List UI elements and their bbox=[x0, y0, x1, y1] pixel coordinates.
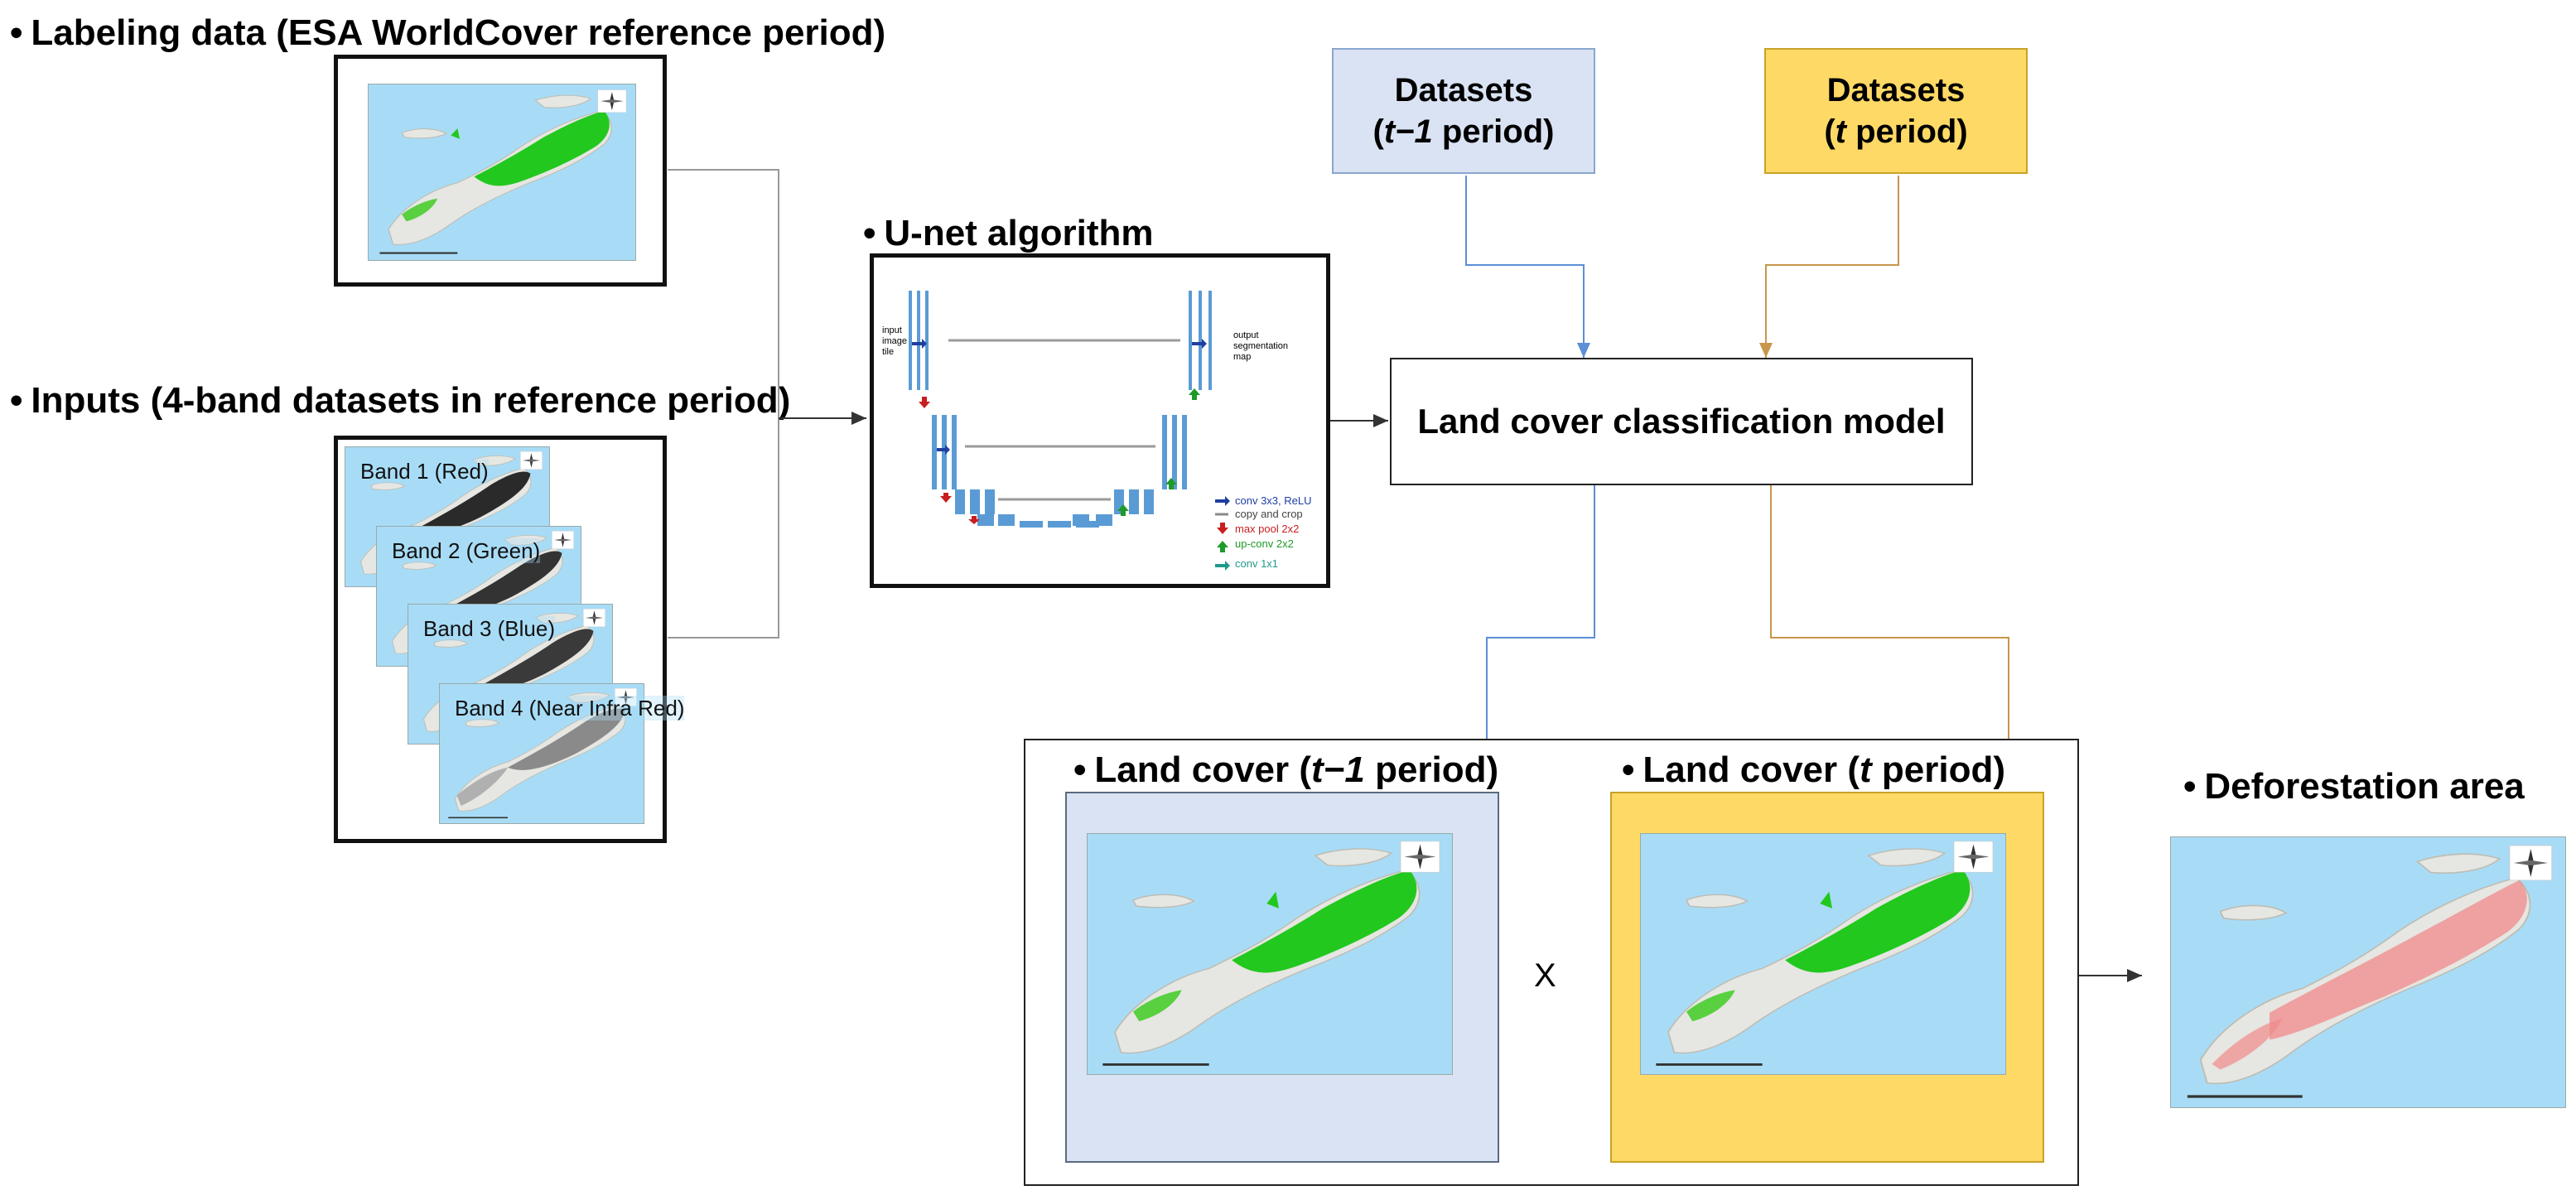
unet-diagram bbox=[909, 291, 1230, 571]
deforestation-map bbox=[2170, 836, 2566, 1108]
datasets-curr-box: Datasets (t period) bbox=[1764, 48, 2028, 174]
landcover-curr-graphic bbox=[1641, 834, 2005, 1074]
legend-upconv-icon bbox=[1217, 541, 1228, 552]
bullet: • bbox=[863, 213, 876, 253]
legend-copy-label: copy and crop bbox=[1235, 508, 1303, 520]
datasets-prev-line2: (t−1 period) bbox=[1372, 113, 1555, 150]
unet-output-label: output segmentation map bbox=[1233, 330, 1289, 362]
legend-conv1x1-icon bbox=[1215, 561, 1230, 571]
band-label-4: Band 4 (Near Infra Red) bbox=[455, 696, 685, 720]
legend-maxpool-label: max pool 2x2 bbox=[1235, 523, 1300, 535]
unet-input-label: input image tile bbox=[882, 325, 907, 357]
multiply-operator: X bbox=[1534, 957, 1556, 994]
classification-model-box: Land cover classification model bbox=[1390, 358, 1973, 485]
inputs-title: Inputs (4-band datasets in reference per… bbox=[31, 380, 791, 421]
landcover-curr-map bbox=[1640, 833, 2006, 1075]
deforestation-graphic bbox=[2171, 837, 2565, 1107]
bullet: • bbox=[10, 12, 23, 53]
model-to-lc-curr-connector bbox=[1770, 485, 2015, 792]
datasets-prev-line1: Datasets bbox=[1394, 72, 1533, 108]
datasets-curr-line2: (t period) bbox=[1824, 113, 1968, 150]
landcover-prev-graphic bbox=[1088, 834, 1452, 1074]
landcover-prev-t: t−1 bbox=[1311, 749, 1365, 790]
landcover-prev-panel bbox=[1065, 792, 1499, 1163]
labeling-title: Labeling data (ESA WorldCover reference … bbox=[31, 12, 886, 53]
inputs-frame: Band 1 (Red) Band 2 (Green) Band 3 (Blue… bbox=[334, 436, 685, 843]
legend-conv1x1-label: conv 1x1 bbox=[1235, 557, 1279, 570]
landcover-curr-t: t bbox=[1860, 749, 1872, 790]
landcover-curr-panel bbox=[1610, 792, 2044, 1163]
labeling-map-graphic bbox=[369, 84, 635, 260]
legend-maxpool-icon bbox=[1217, 523, 1228, 534]
deforestation-heading: •Deforestation area bbox=[2183, 765, 2525, 808]
classification-model-label: Land cover classification model bbox=[1417, 402, 1946, 441]
landcover-curr-heading: •Land cover (t period) bbox=[1622, 749, 2006, 790]
legend-conv-label: conv 3x3, ReLU bbox=[1235, 494, 1312, 507]
legend-upconv-label: up-conv 2x2 bbox=[1235, 537, 1294, 550]
datasets-curr-connector bbox=[1759, 176, 1899, 358]
datasets-prev-t: t−1 bbox=[1383, 113, 1433, 150]
datasets-prev-connector bbox=[1465, 176, 1590, 358]
band-label-3: Band 3 (Blue) bbox=[423, 616, 555, 641]
datasets-curr-t: t bbox=[1835, 113, 1846, 150]
landcover-prev-heading: •Land cover (t−1 period) bbox=[1073, 749, 1499, 790]
landcover-prev-map bbox=[1087, 833, 1453, 1075]
labeling-map-frame bbox=[334, 55, 667, 287]
bullet: • bbox=[1622, 749, 1635, 790]
labeling-connector bbox=[668, 169, 779, 418]
unet-heading: •U-net algorithm bbox=[863, 212, 1154, 255]
bullet: • bbox=[2183, 766, 2197, 807]
inputs-connector bbox=[668, 418, 779, 639]
legend-conv-icon bbox=[1215, 496, 1230, 506]
datasets-curr-line1: Datasets bbox=[1826, 72, 1966, 108]
inputs-heading: •Inputs (4-band datasets in reference pe… bbox=[10, 379, 790, 422]
bullet: • bbox=[1073, 749, 1087, 790]
labeling-heading: •Labeling data (ESA WorldCover reference… bbox=[10, 12, 885, 55]
band-label-1: Band 1 (Red) bbox=[360, 459, 489, 484]
model-to-lc-prev-connector bbox=[1480, 485, 1595, 792]
datasets-prev-box: Datasets (t−1 period) bbox=[1332, 48, 1595, 174]
band-label-2: Band 2 (Green) bbox=[392, 538, 541, 563]
band-4-map: Band 4 (Near Infra Red) bbox=[439, 683, 685, 824]
unet-frame: input image tile output segmentation map… bbox=[870, 253, 1330, 588]
labeling-map bbox=[368, 84, 636, 261]
bullet: • bbox=[10, 380, 23, 421]
deforestation-title: Deforestation area bbox=[2204, 766, 2525, 807]
unet-title: U-net algorithm bbox=[884, 213, 1154, 253]
band-4-graphic bbox=[440, 684, 644, 823]
